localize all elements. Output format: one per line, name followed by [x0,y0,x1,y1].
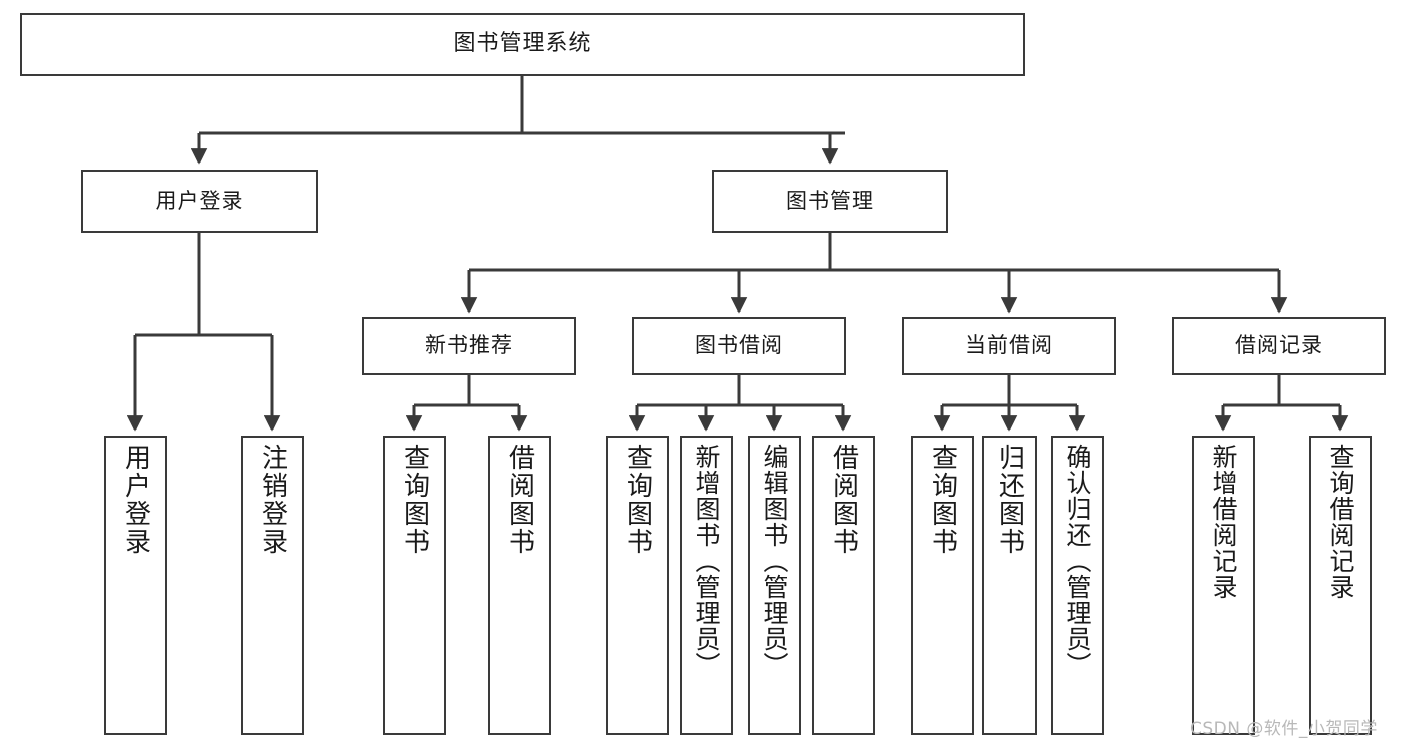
node-label: 借阅图书 [504,444,535,556]
leaf-query-book-current[interactable]: 查询图书 [911,436,974,735]
leaf-user-login[interactable]: 用户登录 [104,436,167,735]
node-label: 图书管理 [786,188,874,213]
node-label: 新增图书（管理员） [692,444,721,678]
node-label: 用户登录 [155,188,244,213]
csdn-watermark: CSDN @软件_小贺同学 [1190,719,1378,739]
node-borrow-record[interactable]: 借阅记录 [1172,317,1386,375]
leaf-edit-book-admin[interactable]: 编辑图书（管理员） [748,436,801,735]
node-user-login[interactable]: 用户登录 [81,170,318,233]
node-label: 归还图书 [994,444,1025,556]
node-label: 注销登录 [257,444,288,556]
leaf-logout[interactable]: 注销登录 [241,436,304,735]
node-book-management[interactable]: 图书管理 [712,170,948,233]
leaf-query-book-recommend[interactable]: 查询图书 [383,436,446,735]
node-label: 借阅记录 [1235,333,1323,358]
leaf-borrow-book-recommend[interactable]: 借阅图书 [488,436,551,735]
node-label: 查询借阅记录 [1326,444,1355,600]
leaf-query-borrow-record[interactable]: 查询借阅记录 [1309,436,1372,735]
node-new-book-recommend[interactable]: 新书推荐 [362,317,576,375]
node-book-borrow[interactable]: 图书借阅 [632,317,846,375]
node-current-borrow[interactable]: 当前借阅 [902,317,1116,375]
node-root-book-management-system[interactable]: 图书管理系统 [20,13,1025,76]
node-label: 查询图书 [927,444,958,556]
leaf-confirm-return-admin[interactable]: 确认归还（管理员） [1051,436,1104,735]
node-label: 确认归还（管理员） [1063,444,1092,678]
node-label: 新增借阅记录 [1209,444,1238,600]
leaf-borrow-book[interactable]: 借阅图书 [812,436,875,735]
node-label: 查询图书 [622,444,653,556]
leaf-add-book-admin[interactable]: 新增图书（管理员） [680,436,733,735]
node-label: 借阅图书 [828,444,859,556]
node-label: 用户登录 [120,444,151,556]
leaf-return-book[interactable]: 归还图书 [982,436,1037,735]
node-label: 编辑图书（管理员） [760,444,789,678]
node-label: 查询图书 [399,444,430,556]
leaf-query-book-borrow[interactable]: 查询图书 [606,436,669,735]
node-label: 图书管理系统 [453,31,592,57]
node-label: 当前借阅 [965,333,1053,358]
leaf-add-borrow-record[interactable]: 新增借阅记录 [1192,436,1255,735]
node-label: 图书借阅 [695,333,783,358]
node-label: 新书推荐 [425,333,513,358]
